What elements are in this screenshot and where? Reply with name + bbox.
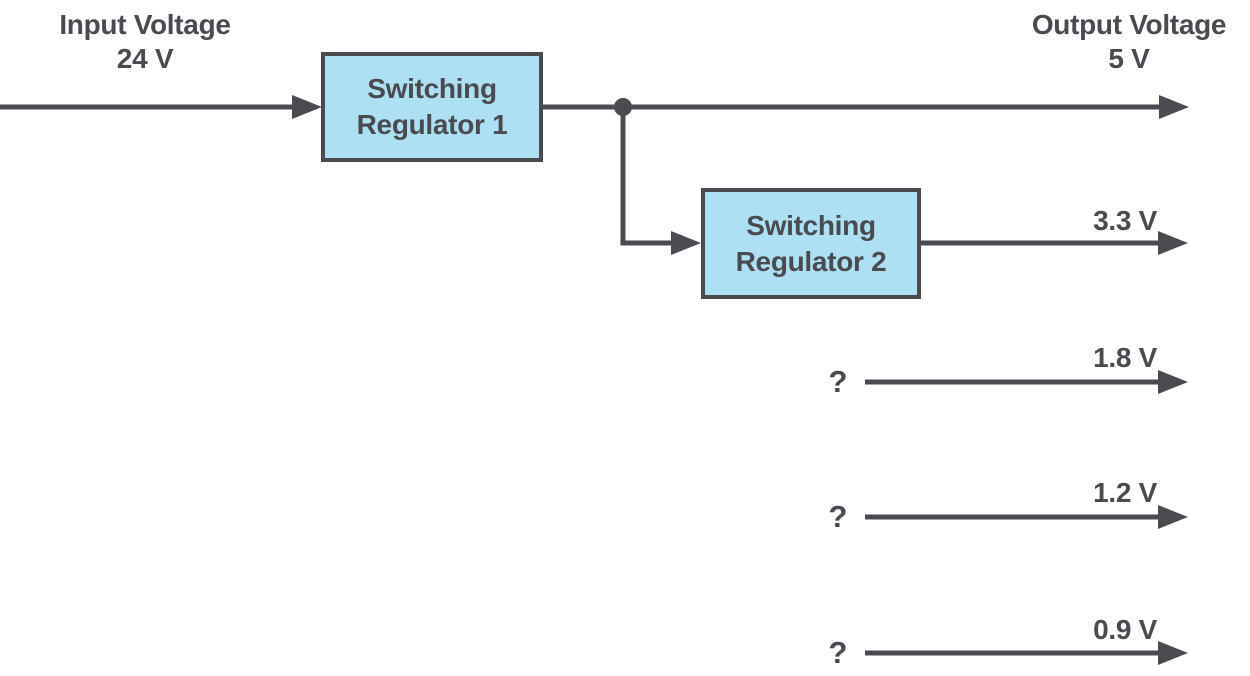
rail-3v3-voltage-label: 3.3 V [1093,205,1157,236]
regulator-2-box: Switching Regulator 2 [701,188,921,299]
input-voltage-label: Input Voltage 24 V [20,8,270,76]
branch-arrowhead-icon [671,231,701,255]
rail-0v9-arrowhead-icon [1158,641,1188,665]
regulator-1-box: Switching Regulator 1 [321,52,543,162]
rail-3v3-arrowhead-icon [1158,231,1188,255]
regulator-2-label-line1: Switching [746,209,876,241]
output-voltage-title: Output Voltage [1031,9,1227,40]
rail-1v2-voltage-label: 1.2 V [1093,477,1157,508]
output-voltage-value: 5 V [1108,43,1150,74]
rail-0v9-voltage-label: 0.9 V [1093,614,1157,645]
rail-1v8-arrowhead-icon [1158,370,1188,394]
output-voltage-label: Output Voltage 5 V [1014,8,1244,76]
rail-1v2-unknown-source-mark: ? [828,499,848,534]
rail-1v8-voltage-label: 1.8 V [1093,342,1157,373]
rail-1v2-arrowhead-icon [1158,505,1188,529]
input-voltage-value: 24 V [116,43,174,74]
input-arrowhead-icon [292,95,322,119]
branch-wire [620,107,672,246]
regulator-2-label-line2: Regulator 2 [735,245,887,277]
rail-0v9-unknown-source-mark: ? [828,635,848,670]
regulator-1-label-line1: Switching [367,73,497,104]
regulator-1-label-line2: Regulator 1 [356,109,508,140]
rail-1v8-unknown-source-mark: ? [828,364,848,399]
input-voltage-title: Input Voltage [59,9,231,40]
rail-5v-arrowhead-icon [1159,95,1189,119]
